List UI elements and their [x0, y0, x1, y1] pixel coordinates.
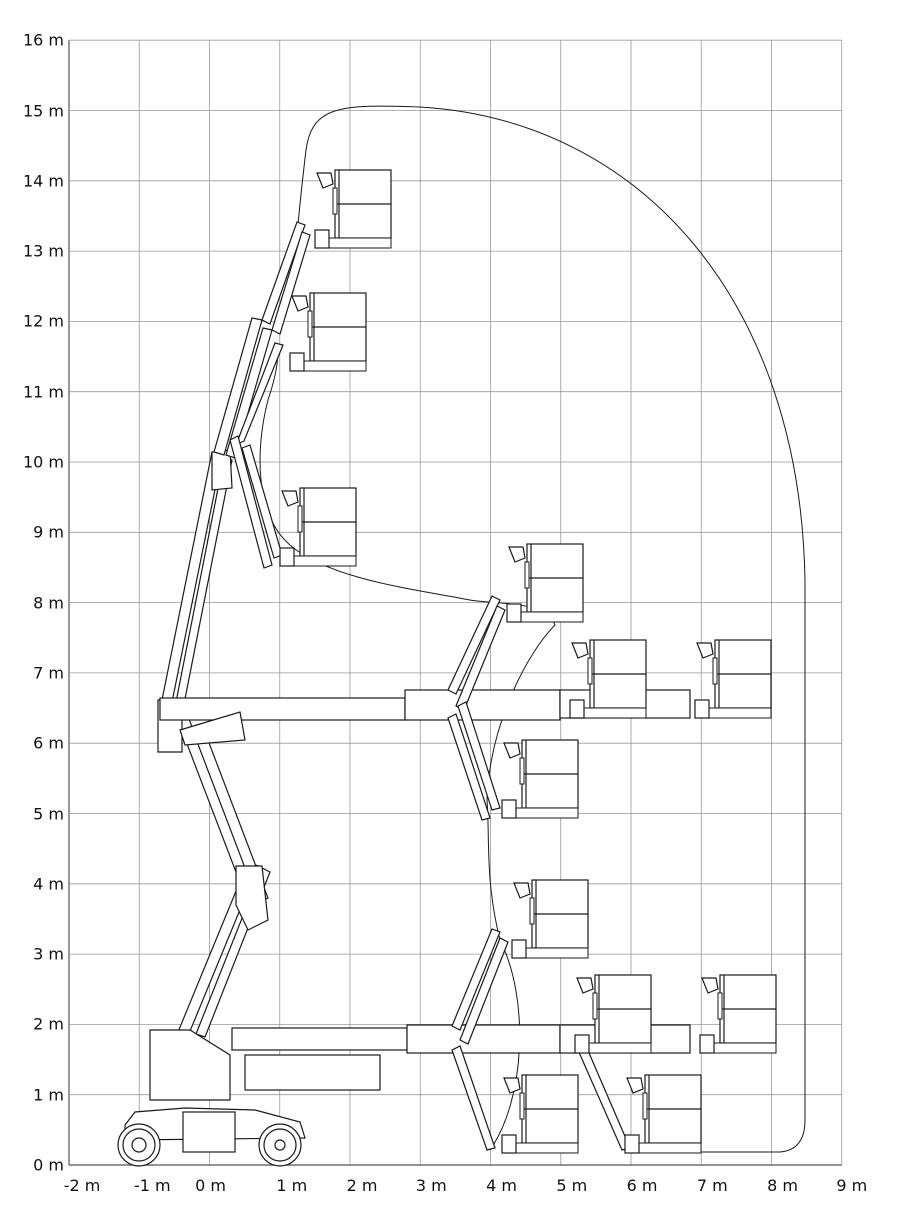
- y-tick-label: 1 m: [33, 1085, 64, 1105]
- lower-boom-raised: [157, 699, 271, 1038]
- front-wheel-icon: [258, 1123, 302, 1167]
- platform-basket: [506, 543, 584, 623]
- control-box-icon: [576, 977, 594, 994]
- y-tick-label: 2 m: [33, 1014, 64, 1034]
- x-tick-label: 7 m: [696, 1176, 728, 1195]
- platform-basket: [501, 1074, 579, 1154]
- y-tick-label: 14 m: [22, 171, 64, 191]
- y-tick-label: 11 m: [22, 382, 64, 402]
- platform-positions: [279, 169, 777, 1154]
- rotator-icon: [624, 1134, 640, 1154]
- rotator-icon: [501, 799, 517, 819]
- control-box-icon: [696, 642, 714, 659]
- platform-basket: [511, 879, 589, 959]
- y-tick-label: 16 m: [22, 30, 64, 50]
- control-box-icon: [626, 1077, 644, 1094]
- jib-mid: [234, 342, 284, 447]
- x-tick-label: 8 m: [767, 1176, 798, 1195]
- x-tick-label: 3 m: [415, 1176, 447, 1195]
- jib-down: [447, 713, 491, 821]
- rotator-icon: [694, 699, 710, 719]
- platform-basket: [694, 639, 772, 719]
- battery-box: [182, 1111, 236, 1153]
- chassis: [117, 1029, 306, 1167]
- control-box-icon: [513, 882, 531, 899]
- y-tick-label: 0 m: [33, 1155, 64, 1175]
- control-box-icon: [701, 977, 719, 994]
- outer-envelope-curve: [295, 105, 806, 1153]
- control-box-icon: [316, 172, 334, 189]
- platform-basket: [624, 1074, 702, 1154]
- y-tick-label: 12 m: [22, 311, 64, 331]
- x-tick-label: 0 m: [195, 1176, 226, 1195]
- y-tick-label: 9 m: [33, 522, 64, 542]
- x-tick-label: -1 m: [133, 1176, 171, 1195]
- rotator-icon: [574, 1034, 590, 1054]
- platform-basket: [574, 974, 652, 1054]
- y-tick-label: 15 m: [22, 101, 64, 120]
- rotator-icon: [699, 1034, 715, 1054]
- x-tick-label: -2 m: [63, 1176, 101, 1195]
- control-box-icon: [503, 742, 521, 759]
- y-tick-label: 10 m: [22, 452, 64, 472]
- rotator-icon: [314, 229, 330, 249]
- control-box-icon: [571, 642, 589, 659]
- jib-low: [229, 435, 273, 569]
- control-box-icon: [508, 546, 526, 563]
- x-tick-label: 2 m: [346, 1176, 378, 1195]
- control-box-icon: [281, 490, 299, 507]
- control-box-icon: [291, 295, 309, 312]
- rotator-icon: [501, 1134, 517, 1154]
- rear-wheel-icon: [117, 1123, 161, 1167]
- rotator-icon: [511, 939, 527, 959]
- platform-basket: [279, 487, 357, 567]
- y-tick-label: 6 m: [33, 733, 64, 753]
- control-box-icon: [503, 1077, 521, 1094]
- jib-up: [447, 595, 501, 695]
- platform-basket: [699, 974, 777, 1054]
- platform-basket: [501, 739, 579, 819]
- x-tick-label: 1 m: [276, 1176, 308, 1195]
- jib-top: [261, 221, 306, 325]
- rotator-icon: [279, 547, 295, 567]
- x-tick-label: 4 m: [486, 1176, 517, 1195]
- y-tick-label: 4 m: [33, 874, 64, 894]
- rotator-icon: [506, 603, 522, 623]
- y-tick-label: 5 m: [33, 804, 64, 823]
- y-tick-label: 8 m: [33, 593, 64, 613]
- knuckle-plate: [235, 865, 269, 931]
- platform-basket: [569, 639, 647, 719]
- platform-basket: [289, 292, 367, 372]
- y-tick-label: 13 m: [22, 241, 64, 261]
- y-tick-label: 7 m: [33, 663, 64, 683]
- x-tick-label: 9 m: [836, 1176, 868, 1195]
- x-tick-label: 5 m: [556, 1176, 588, 1195]
- turret: [149, 1029, 231, 1101]
- rotator-icon: [569, 699, 585, 719]
- x-tick-label: 6 m: [626, 1176, 658, 1195]
- y-tick-label: 3 m: [33, 944, 64, 964]
- platform-basket: [314, 169, 392, 249]
- upper-boom-raised: [161, 221, 311, 705]
- rotator-icon: [289, 352, 305, 372]
